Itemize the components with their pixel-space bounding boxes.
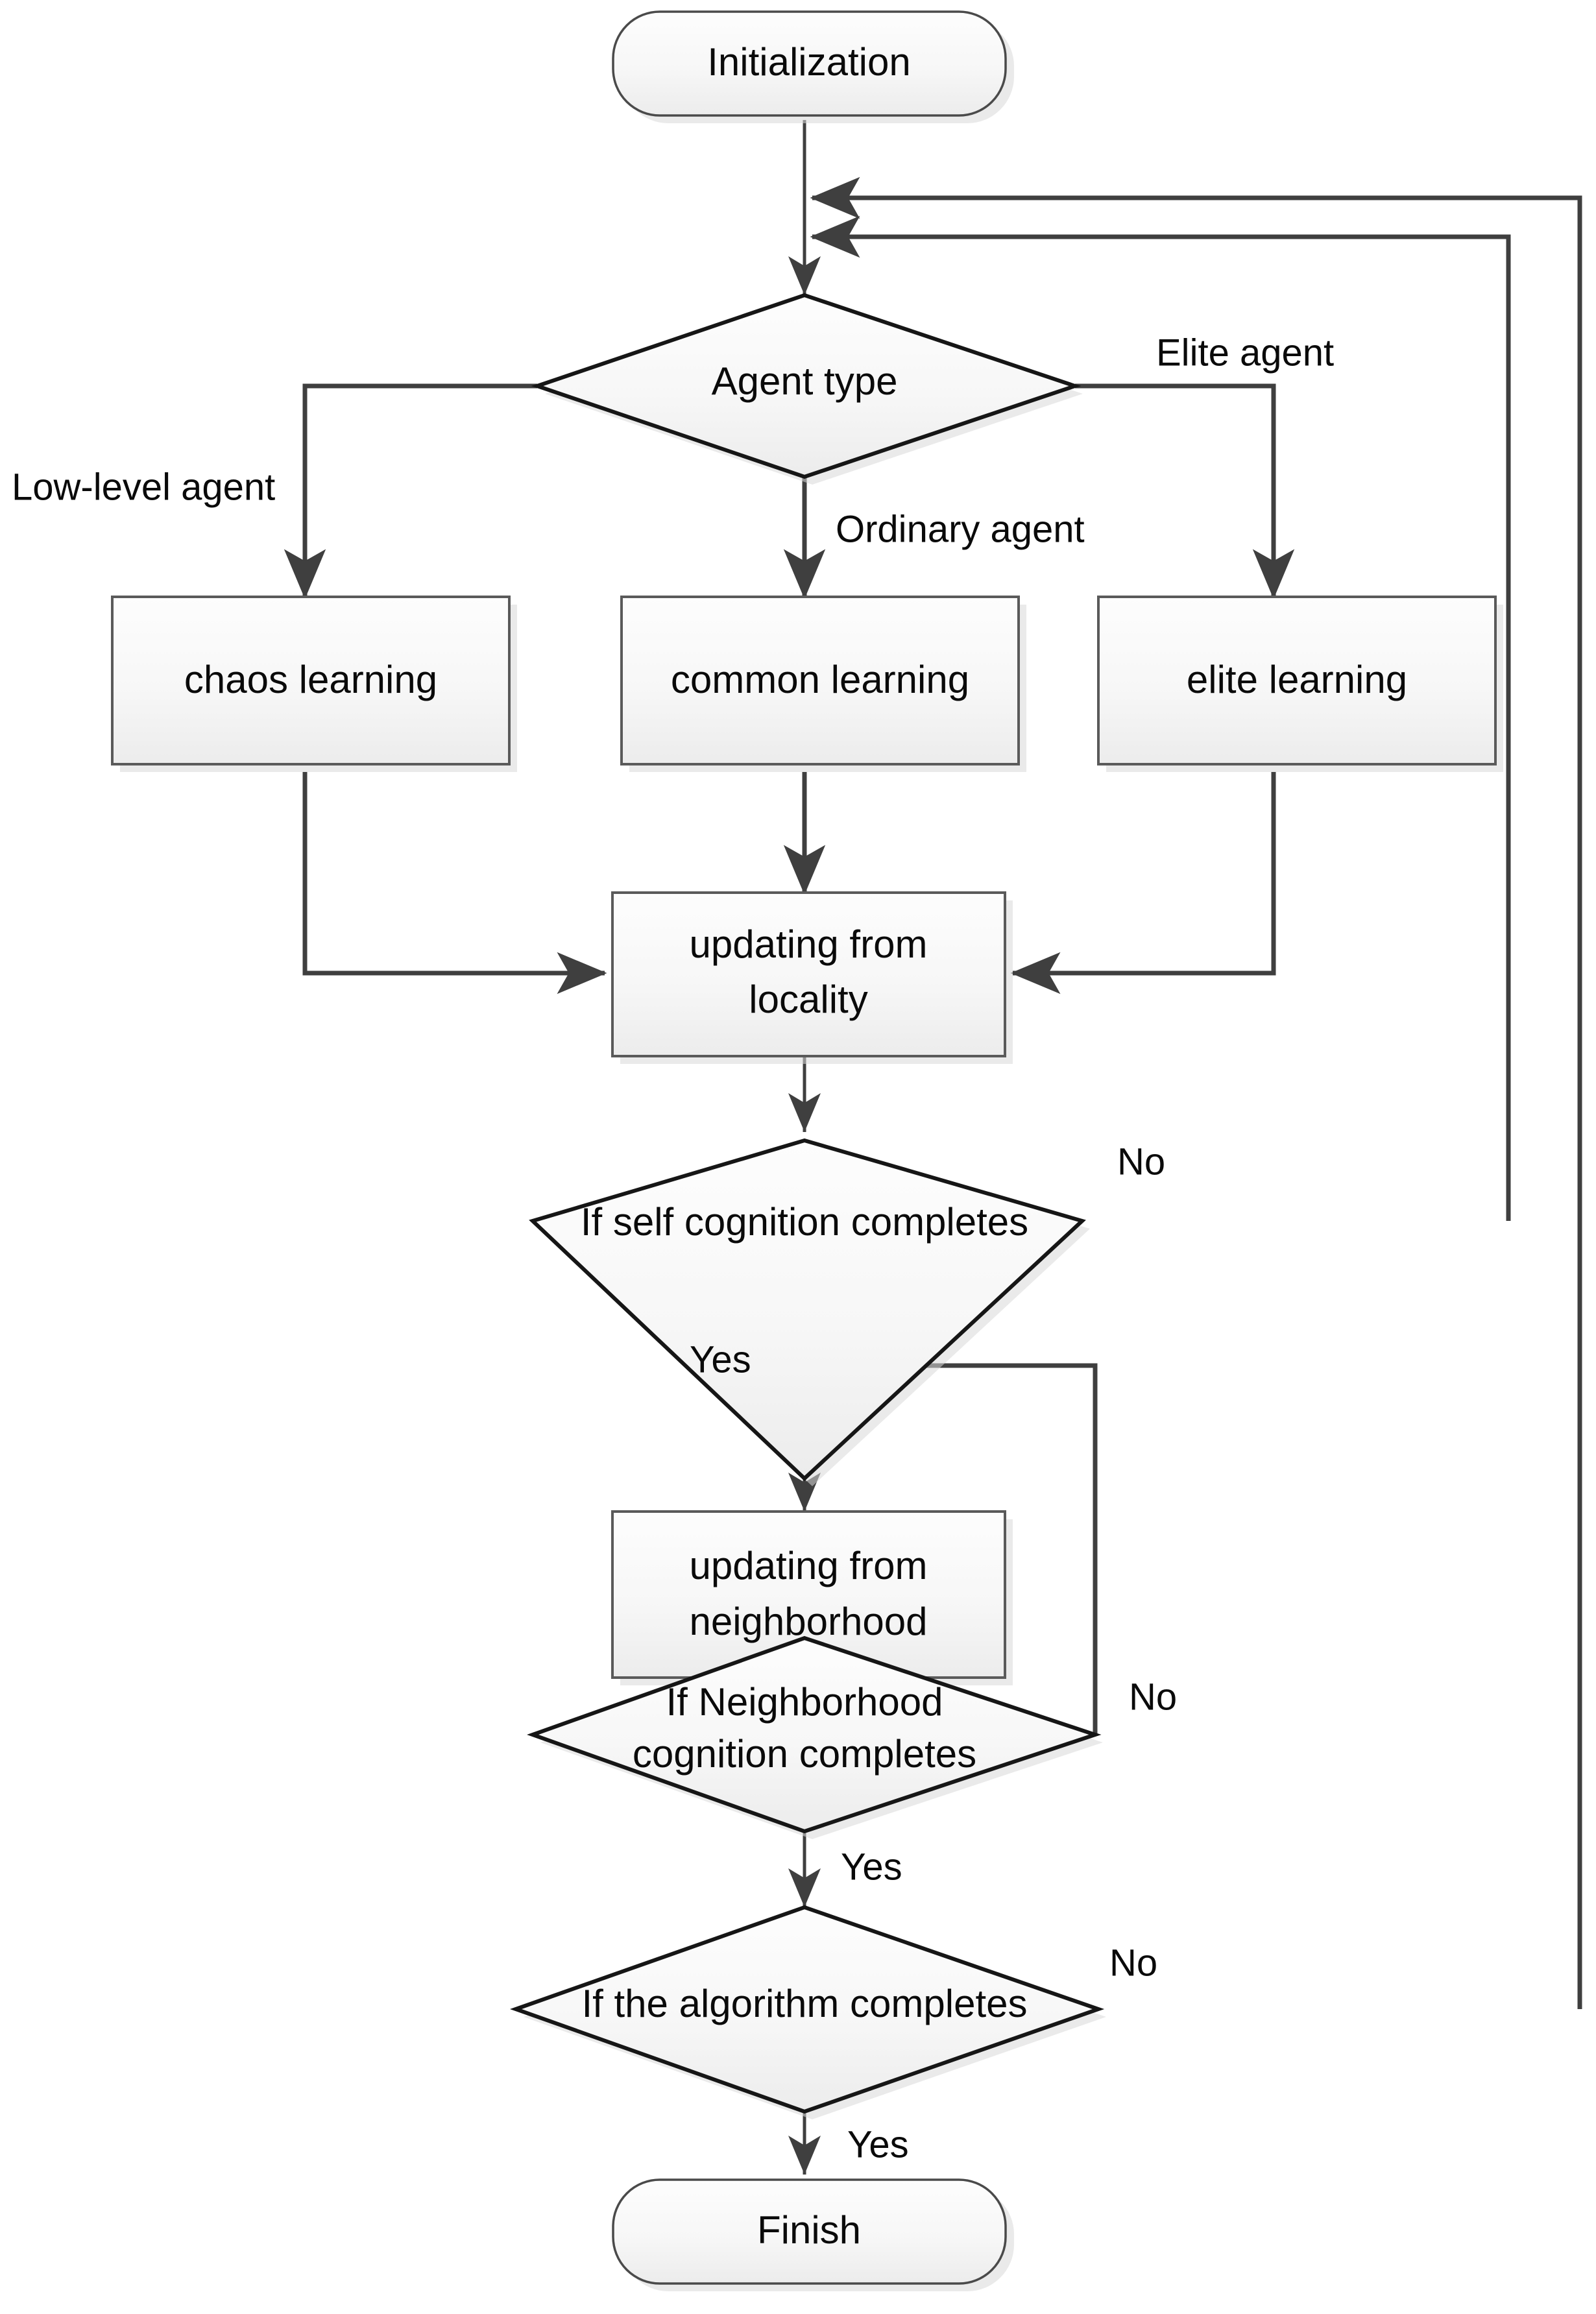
algorithm-completes-label: If the algorithm completes bbox=[582, 1982, 1028, 2025]
edge-elite-learning-to-updating-locality bbox=[1010, 772, 1276, 994]
node-agent-type[interactable]: Agent type bbox=[531, 293, 1083, 485]
common-learning-shape bbox=[620, 596, 1020, 765]
node-common-learning[interactable]: common learning bbox=[620, 596, 1026, 772]
edge-label-neighborhood-no: No bbox=[1129, 1676, 1177, 1718]
node-updating-from-locality[interactable]: updating from locality bbox=[611, 891, 1013, 1064]
edge-chaos-learning-to-updating-locality bbox=[302, 772, 607, 994]
elite-learning-shape bbox=[1097, 596, 1497, 765]
updating-neighborhood-label-line1: updating from bbox=[690, 1544, 928, 1587]
node-algorithm-completes[interactable]: If the algorithm completes bbox=[510, 1905, 1106, 2119]
updating-locality-shape bbox=[611, 891, 1006, 1057]
finish-label: Finish bbox=[757, 2208, 861, 2252]
self-cognition-label: If self cognition completes bbox=[581, 1200, 1028, 1244]
finish-shape bbox=[612, 2178, 1007, 2285]
agent-type-shape bbox=[531, 293, 1082, 479]
neighborhood-cognition-label-line2: cognition completes bbox=[633, 1732, 976, 1776]
edge-label-ordinary-agent: Ordinary agent bbox=[836, 508, 1085, 550]
self-cognition-shape bbox=[529, 1138, 1086, 1482]
edge-algorithm-no-feedback bbox=[810, 176, 1582, 2009]
edge-label-neighborhood-yes: Yes bbox=[841, 1846, 902, 1888]
elite-learning-label: elite learning bbox=[1187, 658, 1407, 701]
common-learning-label: common learning bbox=[671, 658, 969, 701]
neighborhood-cognition-shape bbox=[527, 1635, 1102, 1834]
agent-type-label: Agent type bbox=[712, 359, 898, 403]
edge-agent-type-to-elite-learning bbox=[1075, 383, 1295, 599]
edge-label-self-cognition-no: No bbox=[1117, 1140, 1165, 1183]
updating-locality-label-line1: updating from bbox=[690, 922, 928, 966]
node-finish[interactable]: Finish bbox=[612, 2178, 1014, 2291]
node-neighborhood-cognition[interactable]: If Neighborhood cognition completes bbox=[527, 1635, 1103, 1839]
algorithm-completes-shape bbox=[510, 1905, 1105, 2114]
chaos-learning-shape bbox=[111, 596, 511, 765]
updating-locality-label-line2: locality bbox=[749, 978, 867, 1021]
node-self-cognition[interactable]: If self cognition completes bbox=[529, 1138, 1090, 1486]
initialization-shape bbox=[612, 10, 1007, 117]
edge-label-self-cognition-yes: Yes bbox=[690, 1338, 751, 1380]
node-chaos-learning[interactable]: chaos learning bbox=[111, 596, 517, 772]
edge-label-elite-agent: Elite agent bbox=[1156, 331, 1334, 374]
edge-label-low-level-agent: Low-level agent bbox=[12, 466, 275, 508]
edge-self-cognition-no-feedback bbox=[810, 215, 1511, 1221]
chaos-learning-label: chaos learning bbox=[184, 658, 437, 701]
initialization-label: Initialization bbox=[707, 40, 911, 84]
edge-label-algorithm-no: No bbox=[1109, 1942, 1157, 1984]
node-elite-learning[interactable]: elite learning bbox=[1097, 596, 1503, 772]
edge-label-algorithm-yes: Yes bbox=[847, 2123, 909, 2165]
updating-neighborhood-label-line2: neighborhood bbox=[689, 1600, 927, 1643]
edge-agent-type-to-chaos-learning bbox=[284, 383, 537, 599]
neighborhood-cognition-label-line1: If Neighborhood bbox=[666, 1680, 943, 1724]
node-initialization[interactable]: Initialization bbox=[612, 10, 1014, 123]
